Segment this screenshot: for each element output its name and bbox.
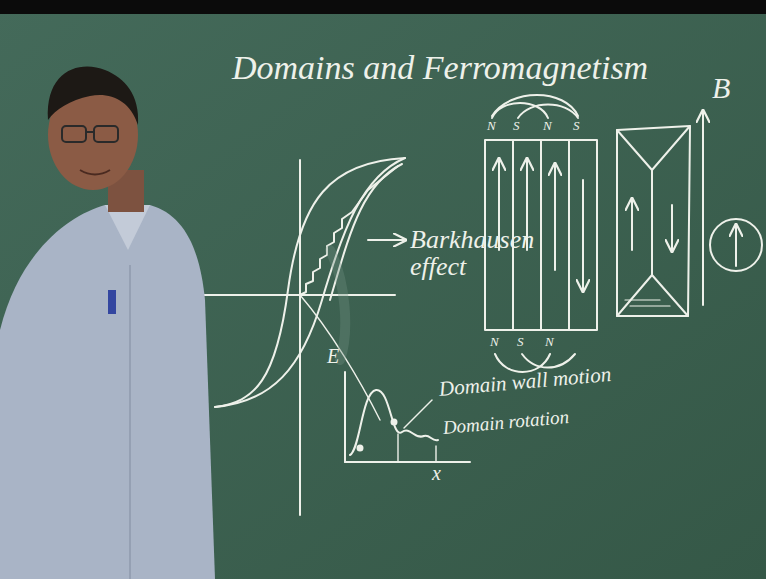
lecturer xyxy=(0,67,215,579)
field-label: B xyxy=(712,72,730,104)
board-frame xyxy=(0,0,766,14)
axis-label: E xyxy=(327,346,339,367)
effect-label: Barkhausen effect xyxy=(410,226,550,281)
pole-label: S xyxy=(517,335,524,349)
pole-label: N xyxy=(545,335,554,349)
chalk-lines xyxy=(195,95,762,515)
pole-label: N xyxy=(543,119,552,133)
pole-label: N xyxy=(490,335,499,349)
pole-label: S xyxy=(573,119,580,133)
board-title: Domains and Ferromagnetism xyxy=(232,50,648,86)
pole-label: N xyxy=(487,119,496,133)
pole-label: S xyxy=(513,119,520,133)
axis-label: x xyxy=(432,463,441,484)
